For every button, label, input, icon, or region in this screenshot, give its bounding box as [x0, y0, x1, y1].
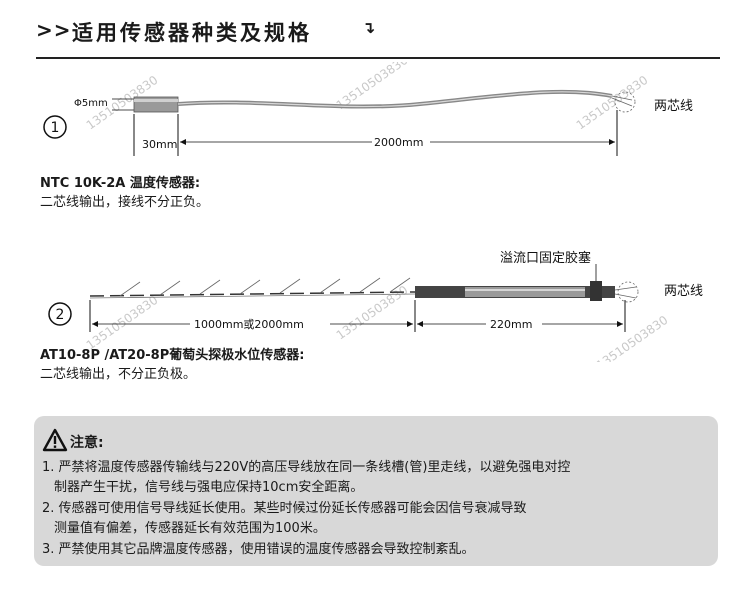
- sensor1-wire-label: 两芯线: [654, 99, 693, 114]
- sensor2-model: AT10-8P /AT20-8P葡萄头探极水位传感器:: [40, 348, 305, 363]
- notice-item-2: 2. 传感器可使用信号导线延长使用。某些时候过份延长传感器可能会因信号衰减导致: [42, 501, 527, 516]
- sensor1-note: 二芯线输出，接线不分正负。: [40, 195, 210, 210]
- sensor2-cable-length: 220mm: [490, 318, 532, 331]
- section-title: 适用传感器种类及规格: [72, 21, 312, 45]
- section-header: >> 适用传感器种类及规格 ↴: [0, 0, 750, 62]
- chevron-icon: >>: [36, 18, 72, 42]
- sensor1-cable-length: 2000mm: [374, 136, 423, 149]
- sensor1-drawing: 1 Φ5mm 两芯线 30mm 2000mm: [43, 89, 693, 156]
- sensor1-diameter-label: Φ5mm: [74, 98, 108, 109]
- notice-item-2-cont: 测量值有偏差，传感器延长有效范围为100米。: [54, 521, 326, 536]
- notice-item-3: 3. 严禁使用其它品牌温度传感器，使用错误的温度传感器会导致控制紊乱。: [42, 542, 475, 557]
- notice-title: 注意:: [70, 435, 104, 451]
- sensor2-drawing: 2 溢流口固定胶塞 两芯线 1000mm或2000mm: [48, 250, 703, 332]
- notice-item-1-cont: 制器产生干扰，信号线与强电应保持10cm安全距离。: [54, 480, 364, 495]
- sensor2-description: AT10-8P /AT20-8P葡萄头探极水位传感器: 二芯线输出，不分正负极。: [40, 346, 304, 384]
- hook-arrow-icon: ↴: [362, 18, 376, 37]
- sensor1-number-circle: [43, 115, 67, 139]
- sensor2-number: 2: [56, 307, 65, 323]
- warning-icon: [42, 428, 68, 452]
- sensor1-model: NTC 10K-2A 温度传感器:: [40, 176, 201, 191]
- sensor-diagrams: 13510503830 13510503830 13510503830 1351…: [43, 62, 703, 362]
- sensor2-plug: [590, 281, 602, 301]
- sensor1-probe-length: 30mm: [142, 138, 177, 151]
- sensor1-number: 1: [51, 120, 60, 136]
- sensor1-cable: [177, 89, 613, 109]
- sensor2-probe-chain: [89, 291, 416, 297]
- sensor2-note: 二芯线输出，不分正负极。: [40, 367, 197, 382]
- notice-item-1: 1. 严禁将温度传感器传输线与220V的高压导线放在同一条线槽(管)里走线，以避…: [42, 460, 571, 475]
- sensor2-plug-label: 溢流口固定胶塞: [500, 250, 591, 266]
- header-underline: [36, 57, 720, 59]
- sensor2-wire-label: 两芯线: [664, 284, 703, 299]
- sensor2-number-circle: [48, 302, 72, 326]
- sensor2-probe-length: 1000mm或2000mm: [194, 318, 304, 331]
- sensor1-description: NTC 10K-2A 温度传感器: 二芯线输出，接线不分正负。: [40, 174, 209, 212]
- watermark-2: 13510503830: [574, 73, 651, 133]
- notice-box: 注意: 1. 严禁将温度传感器传输线与220V的高压导线放在同一条线槽(管)里走…: [34, 416, 718, 566]
- watermark-5: 13510503830: [594, 313, 671, 362]
